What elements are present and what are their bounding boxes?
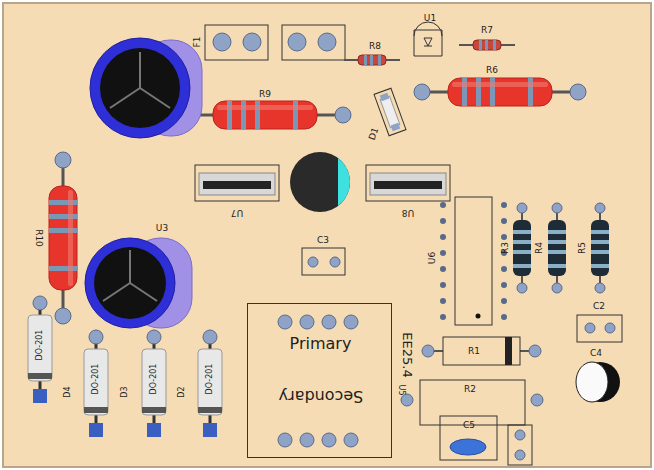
winding-label: Primary — [290, 336, 352, 352]
silkscreen-label: C5 — [463, 421, 475, 430]
silkscreen-label: U5 — [397, 385, 405, 396]
silkscreen-label: DO-201 — [206, 364, 214, 395]
silkscreen-label: R9 — [259, 90, 271, 99]
silkscreen-label: U6 — [428, 252, 437, 264]
silkscreen-label: U8 — [402, 208, 414, 217]
silkscreen-label: C3 — [317, 236, 329, 245]
silkscreen-label: D3 — [121, 386, 129, 397]
silkscreen-label: R4 — [535, 242, 544, 254]
silkscreen-label: R10 — [34, 229, 43, 247]
silkscreen-label: R6 — [486, 66, 498, 75]
silkscreen-label: U1 — [424, 14, 436, 23]
silkscreen-label: R3 — [501, 242, 510, 254]
silkscreen-label: R2 — [464, 385, 476, 394]
silkscreen-label: DO-201 — [36, 330, 44, 361]
silkscreen-label: U7 — [231, 208, 243, 217]
silkscreen-label: R5 — [578, 242, 587, 254]
silkscreen-label: R8 — [369, 42, 381, 51]
silkscreen-label: D2 — [178, 386, 186, 397]
silkscreen-label: C2 — [593, 302, 605, 311]
silkscreen-label: C4 — [590, 349, 602, 358]
winding-label: Secondary — [278, 388, 363, 404]
silkscreen-label: R1 — [468, 347, 480, 356]
silkscreen-label: D4 — [64, 386, 72, 397]
silkscreen-label: EE25.4 — [401, 332, 414, 377]
silkscreen-label: DO-201 — [150, 364, 158, 395]
silkscreen-label: R7 — [481, 26, 493, 35]
silkscreen-label: F1 — [193, 37, 202, 48]
silkscreen-label: DO-201 — [92, 364, 100, 395]
transformer-outline: PrimarySecondary — [247, 303, 392, 458]
silkscreen-label: U3 — [156, 224, 168, 233]
